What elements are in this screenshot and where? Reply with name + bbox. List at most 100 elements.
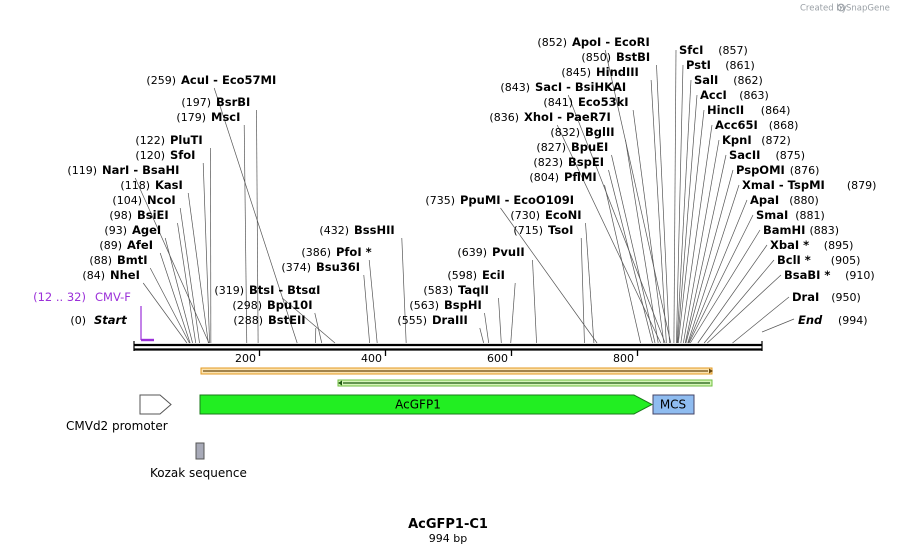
primer-cmv-f[interactable]: (12 .. 32) CMV-F [33, 290, 154, 342]
site-position: (88) [89, 254, 112, 267]
left-site[interactable]: (374)Bsu36I [281, 260, 360, 274]
site-position: (118) [120, 179, 150, 192]
left-site[interactable]: (319)BtsI - BtsαI [214, 283, 320, 297]
middle-site[interactable]: (735)PpuMI - EcoO109I [425, 193, 574, 207]
left-site[interactable]: (104)NcoI [112, 193, 175, 207]
site-enzyme-name: SacII [729, 148, 760, 162]
left-site[interactable]: (89)AfeI [99, 238, 153, 252]
site-enzyme-name: SacI - BsiHKAI [535, 80, 626, 94]
middle-site[interactable]: (852)ApoI - EcoRI [537, 35, 649, 49]
left-site[interactable]: (288)BstEII [233, 313, 305, 327]
middle-site[interactable]: (832)BglII [550, 125, 614, 139]
right-site[interactable]: Acc65I(868) [715, 118, 798, 132]
site-position: (122) [135, 134, 165, 147]
site-enzyme-name: PflMI [564, 170, 597, 184]
orf-orange-arrowhead [709, 368, 713, 374]
site-position: (864) [761, 104, 791, 117]
site-enzyme-name: BspHI [444, 298, 482, 312]
middle-site[interactable]: (563) BspHI [409, 298, 481, 312]
site-leader [676, 64, 684, 344]
left-site[interactable]: (118)KasI [120, 178, 182, 192]
feature-acgfp1[interactable]: AcGFP1 [199, 394, 654, 415]
site-enzyme-name: Eco53kI [578, 95, 629, 109]
orf-orange[interactable] [200, 367, 713, 375]
site-position: (374) [281, 261, 311, 274]
left-site[interactable]: (119)NarI - BsaHI [67, 163, 179, 177]
middle-site[interactable]: (841)Eco53kI [543, 95, 628, 109]
right-site[interactable]: PstI(861) [686, 58, 755, 72]
right-site[interactable]: SmaI(881) [756, 208, 825, 222]
site-position: (583) [423, 284, 453, 297]
right-site[interactable]: BamHI(883) [763, 223, 839, 237]
left-site[interactable]: (122)PluTI [135, 133, 202, 147]
left-site[interactable]: (197) BsrBI [181, 95, 250, 109]
right-site[interactable]: ApaI(880) [750, 193, 819, 207]
snapgene-logo-icon [837, 3, 845, 12]
middle-site[interactable]: (555)DraIII [397, 313, 467, 327]
site-leader [401, 237, 407, 344]
site-position: (872) [761, 134, 791, 147]
left-site[interactable]: (179)MscI [176, 110, 240, 124]
middle-site[interactable]: (730)EcoNI [510, 208, 581, 222]
kozak-label: Kozak sequence [150, 466, 247, 480]
site-enzyme-name: TsoI [548, 223, 573, 237]
site-leader [159, 252, 191, 344]
site-enzyme-name: PfoI * [336, 245, 372, 259]
middle-site[interactable]: (715)TsoI [513, 223, 573, 237]
left-site[interactable]: (386)PfoI * [301, 245, 371, 259]
right-site[interactable]: SfcI(857) [679, 43, 748, 57]
site-enzyme-name: PstI [686, 58, 711, 72]
right-site[interactable]: BsaBI *(910) [784, 268, 875, 282]
middle-site[interactable]: (843)SacI - BsiHKAI [500, 80, 626, 94]
right-site[interactable]: XmaI - TspMI(879) [742, 178, 876, 192]
right-site[interactable]: XbaI *(895) [770, 238, 853, 252]
middle-site[interactable]: (850)BstBI [581, 50, 650, 64]
orf-green[interactable] [337, 379, 713, 387]
site-position: (432) [319, 224, 349, 237]
feature-mcs[interactable]: MCS [652, 394, 695, 415]
site-position: (881) [795, 209, 825, 222]
right-site[interactable]: BclI *(905) [777, 253, 860, 267]
site-enzyme-name: BsrBI [216, 95, 250, 109]
left-site[interactable]: (259)AcuI - Eco57MI [146, 73, 276, 87]
left-site[interactable]: (98)BsiEI [109, 208, 168, 222]
left-site[interactable]: (432)BssHII [319, 223, 394, 237]
site-leader [684, 154, 727, 344]
site-position: (563) [409, 299, 439, 312]
left-site[interactable]: (120)SfoI [135, 148, 195, 162]
middle-site[interactable]: (823)BspEI [533, 155, 604, 169]
site-enzyme-name: XmaI - TspMI [742, 178, 825, 192]
site-position: (179) [176, 111, 206, 124]
left-site[interactable]: (298)Bpu10I [232, 298, 312, 312]
right-site[interactable]: SacII(875) [729, 148, 805, 162]
site-leader [179, 207, 200, 344]
middle-site[interactable]: (836)XhoI - PaeR7I [489, 110, 610, 124]
middle-site[interactable]: (827)BpuEI [536, 140, 608, 154]
middle-site[interactable]: (804)PflMI [529, 170, 596, 184]
middle-site[interactable]: (639)PvuII [457, 245, 524, 259]
right-site[interactable]: KpnI(872) [722, 133, 791, 147]
right-site[interactable]: HincII(864) [707, 103, 790, 117]
middle-site[interactable]: (845)HindIII [561, 65, 638, 79]
feature-kozak[interactable]: Kozak sequence [150, 442, 247, 480]
start-label: Start [94, 313, 127, 327]
site-position: (845) [561, 66, 591, 79]
left-site[interactable]: (84)NheI [82, 268, 139, 282]
middle-site[interactable]: (583)TaqII [423, 283, 489, 297]
site-enzyme-name: DraIII [432, 313, 468, 327]
site-position: (197) [181, 96, 211, 109]
site-position: (832) [550, 126, 580, 139]
right-site[interactable]: DraI(950) [792, 290, 861, 304]
site-leader [685, 169, 734, 344]
site-position: (84) [82, 269, 105, 282]
site-enzyme-name: BsiEI [137, 208, 169, 222]
left-site[interactable]: (93)AgeI [104, 223, 161, 237]
middle-site[interactable]: (598)EciI [447, 268, 505, 282]
site-leader [650, 79, 667, 344]
feature-cmvd2-promoter[interactable]: CMVd2 promoter [66, 394, 172, 433]
right-site[interactable]: AccI(863) [700, 88, 769, 102]
right-site[interactable]: SalI(862) [694, 73, 763, 87]
right-site[interactable]: PspOMI(876) [736, 163, 819, 177]
left-site[interactable]: (88)BmtI [89, 253, 147, 267]
